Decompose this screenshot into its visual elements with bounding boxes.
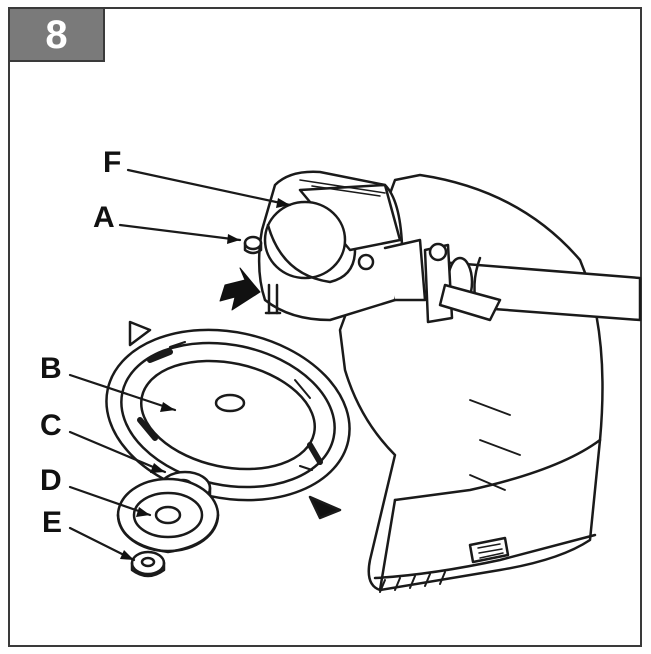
step-number: 8: [45, 13, 68, 57]
leader-lines: [68, 168, 292, 562]
lock-button-a: [243, 235, 263, 255]
press-arrow-icon: [219, 267, 261, 311]
step-number-badge: 8: [10, 9, 105, 62]
flange-d: [116, 477, 220, 554]
label-e: E: [42, 506, 62, 539]
leader-arrowheads: [120, 198, 290, 560]
nut-e: [130, 550, 166, 578]
label-c: C: [40, 409, 62, 442]
label-b: B: [40, 352, 62, 385]
drive-spindle: [264, 283, 282, 315]
motor-head-housing: [257, 170, 427, 322]
label-f: F: [103, 146, 121, 179]
trimmer-shaft: [423, 242, 642, 324]
label-d: D: [40, 464, 62, 497]
label-a: A: [93, 201, 115, 234]
